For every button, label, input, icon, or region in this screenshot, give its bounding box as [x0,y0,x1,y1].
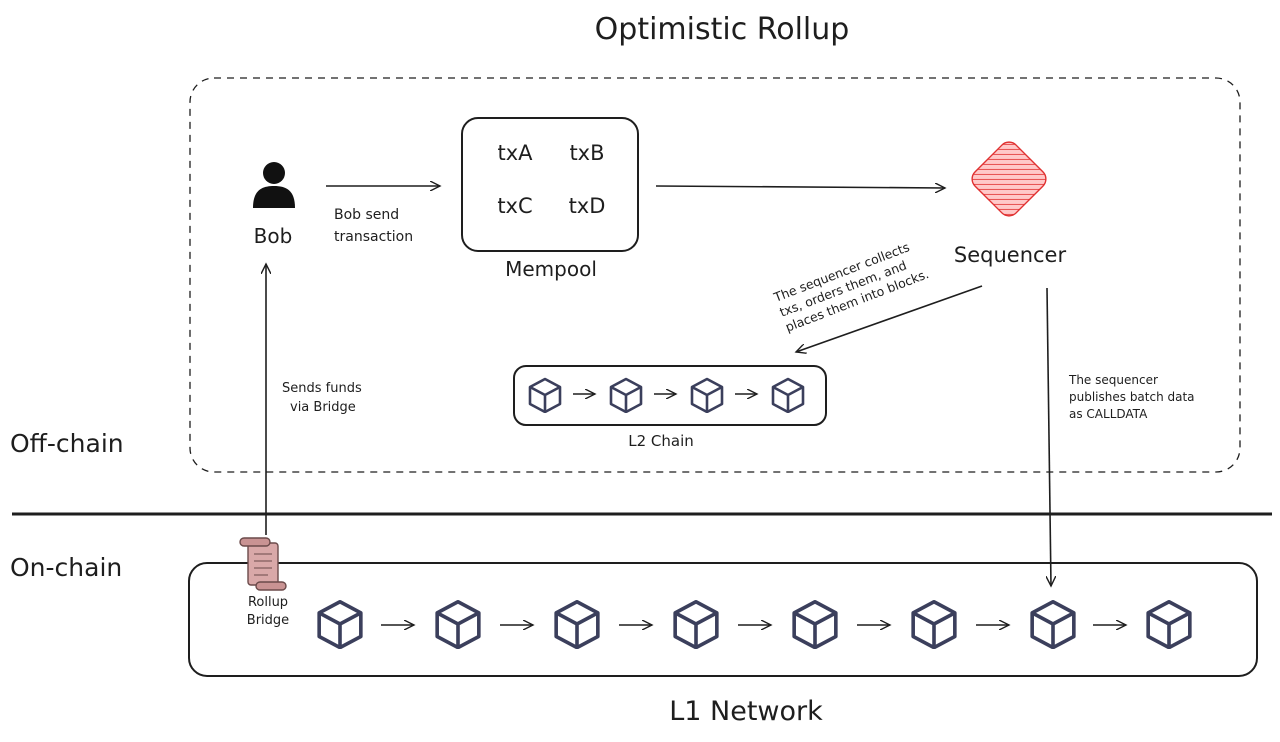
l1-block-icon [554,599,600,649]
sequencer-to-l2-arrow [796,285,983,352]
l2-chain-label: L2 Chain [628,432,694,450]
l1-block-icon [1146,599,1192,649]
offchain-region [189,77,1241,473]
sequencer-icon [971,141,1047,217]
l1-block-icon [911,599,957,649]
publish-note-line1: The sequencer [1068,373,1158,387]
l1-network-label: L1 Network [669,696,823,727]
mempool-tx: txB [569,141,604,165]
diagram-title: Optimistic Rollup [595,12,850,47]
mempool-box [461,117,639,252]
mempool-label: Mempool [505,257,597,281]
l2-blocks [528,377,805,413]
onchain-label: On-chain [10,553,122,582]
sequencer-to-l1-arrow [1047,287,1051,586]
bridge-note-line1: Sends funds [282,381,362,396]
offchain-label: Off-chain [10,429,124,458]
scroll-icon [239,537,287,591]
mempool-to-sequencer-arrow [655,186,945,188]
bob-send-note-line2: transaction [334,229,413,245]
l1-blocks [317,599,1192,649]
sequencer-label: Sequencer [954,243,1067,267]
mempool-tx: txD [569,194,606,218]
publish-note-line2: publishes batch data [1069,390,1195,404]
l1-block-icon [673,599,719,649]
bob-label: Bob [254,224,293,248]
bridge-label-line2: Bridge [247,613,289,628]
l1-network-box [188,562,1258,677]
publish-note-line3: as CALLDATA [1069,407,1148,421]
l1-block-icon [317,599,363,649]
bridge-note-line2: via Bridge [290,400,356,415]
l1-block-icon [435,599,481,649]
bridge-label-line1: Rollup [248,595,288,610]
l1-block-icon [1030,599,1076,649]
mempool-tx: txC [497,194,532,218]
mempool-tx: txA [497,141,533,165]
l1-block-icon [792,599,838,649]
sequencer-note: The sequencer collects txs, orders them,… [771,239,931,334]
bob-send-note-line1: Bob send [334,207,399,223]
bob-user-icon [253,162,295,208]
